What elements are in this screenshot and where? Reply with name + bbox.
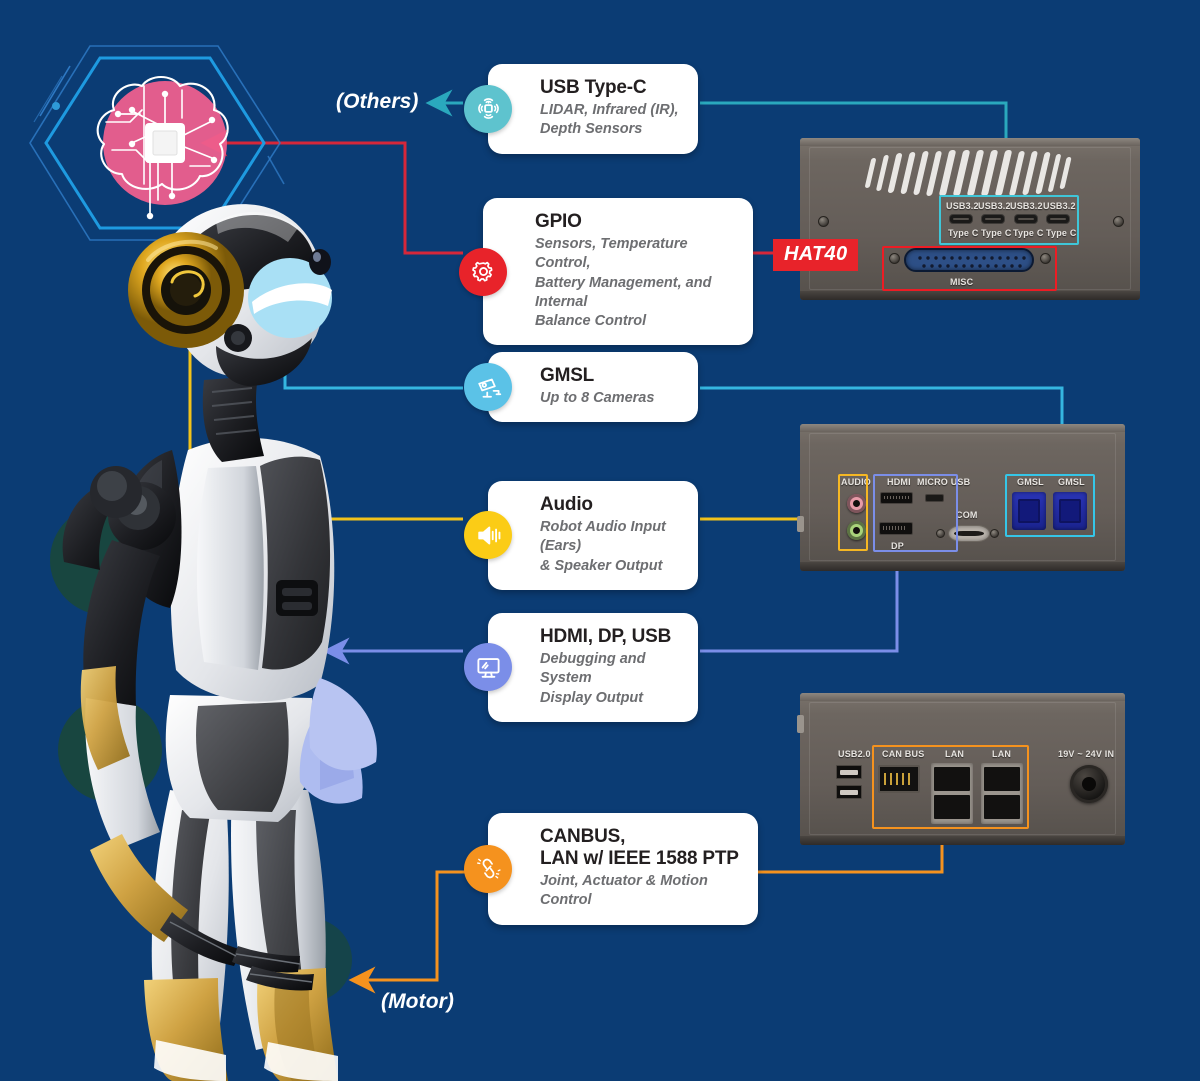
gear-icon: [459, 247, 507, 296]
dsub-screw-left: [889, 253, 900, 264]
usb-c-port-1: [949, 214, 973, 224]
highlight-video-group: [873, 474, 958, 552]
audio-jack-mic: [847, 494, 866, 513]
line-video-to-device: [700, 560, 899, 653]
label-others: (Others): [336, 90, 419, 113]
dp-port: [879, 522, 913, 535]
card-subtitle: Robot Audio Input (Ears) & Speaker Outpu…: [540, 519, 666, 574]
misc-label: MISC: [950, 277, 974, 287]
card-title: USB Type-C: [540, 77, 647, 98]
audio-jack-line-out: [847, 521, 866, 540]
gmsl-label-1: GMSL: [1017, 477, 1044, 487]
dp-label: DP: [891, 541, 904, 551]
humanoid-robot-illustration: [20, 150, 490, 1081]
usb2-label: USB2.0: [838, 749, 871, 759]
speaker-icon: [464, 511, 512, 560]
usb-label-top-3: USB3.2: [1010, 201, 1043, 211]
card-subtitle: Up to 8 Cameras: [540, 390, 655, 407]
device-front-io-panel: AUDIO HDMI MICRO USB DP COM GMSL GMSL: [797, 424, 1125, 571]
power-input-label: 19V ~ 24V IN: [1058, 749, 1115, 759]
usb-label-bottom-3: Type C: [1013, 228, 1044, 238]
com-label: COM: [956, 510, 978, 520]
lan-port-2: [981, 763, 1023, 824]
device-network-io-panel: USB2.0 CAN BUS LAN LAN 19V ~ 24V IN: [797, 693, 1125, 845]
usb-c-port-2: [981, 214, 1005, 224]
camera-icon: [464, 363, 512, 412]
monitor-icon: [464, 643, 512, 692]
lan-label-1: LAN: [945, 749, 965, 759]
usb-c-port-3: [1014, 214, 1038, 224]
card-subtitle: Debugging and System Display Output: [540, 651, 646, 706]
highlight-misc-group: [882, 246, 1057, 291]
usb-label-top-2: USB3.2: [978, 201, 1011, 211]
com-port: [948, 525, 990, 542]
usb-label-bottom-2: Type C: [981, 228, 1012, 238]
card-title: HDMI, DP, USB: [540, 626, 672, 647]
panel-side-tab-bottom: [797, 715, 804, 733]
line-canbus-to-motor: [348, 870, 466, 994]
usb2-port-1: [836, 765, 862, 779]
card-canbus-lan[interactable]: CANBUS, LAN w/ IEEE 1588 PTP Joint, Actu…: [464, 813, 758, 925]
com-screw-left: [936, 529, 945, 538]
card-audio[interactable]: Audio Robot Audio Input (Ears) & Speaker…: [464, 481, 698, 590]
card-title: Audio: [540, 494, 593, 515]
card-title: CANBUS, LAN w/ IEEE 1588 PTP: [540, 826, 739, 870]
usb-label-top-4: USB3.2: [1043, 201, 1076, 211]
gmsl-connector-1: [1012, 492, 1046, 530]
highlight-canbus-lan-group: [872, 745, 1029, 829]
card-title: GMSL: [540, 365, 595, 386]
com-screw-right: [990, 529, 999, 538]
card-subtitle: Sensors, Temperature Control, Battery Ma…: [535, 236, 712, 330]
line-gpio-to-brain: [200, 129, 463, 255]
card-title: GPIO: [535, 211, 582, 232]
canbus-port: [878, 765, 920, 793]
card-usb-type-c[interactable]: USB Type-C LIDAR, Infrared (IR), Depth S…: [464, 64, 698, 154]
wireless-device-icon: [464, 84, 512, 133]
highlight-audio-group: [838, 474, 868, 551]
dsub-screw-right: [1040, 253, 1051, 264]
usb-label-top-1: USB3.2: [946, 201, 979, 211]
card-hdmi-dp-usb[interactable]: HDMI, DP, USB Debugging and System Displ…: [464, 613, 698, 722]
usb-c-port-4: [1046, 214, 1070, 224]
misc-dsub-connector: [904, 248, 1034, 272]
usb-label-bottom-4: Type C: [1046, 228, 1077, 238]
highlight-gmsl-group: [1005, 474, 1095, 537]
audio-label: AUDIO: [841, 477, 871, 487]
usb-label-bottom-1: Type C: [948, 228, 979, 238]
card-subtitle: Joint, Actuator & Motion Control: [540, 873, 708, 909]
hat40-tag: HAT40: [773, 239, 859, 271]
link-chain-icon: [464, 844, 512, 893]
gmsl-connector-2: [1053, 492, 1087, 530]
card-gmsl[interactable]: GMSL Up to 8 Cameras: [464, 352, 698, 423]
label-motor: (Motor): [381, 990, 455, 1013]
card-subtitle: LIDAR, Infrared (IR), Depth Sensors: [540, 102, 679, 138]
hdmi-label: HDMI: [887, 477, 911, 487]
panel-side-tab: [797, 516, 804, 532]
card-gpio[interactable]: GPIO Sensors, Temperature Control, Batte…: [459, 198, 753, 346]
usb2-port-2: [836, 785, 862, 799]
canbus-label: CAN BUS: [882, 749, 925, 759]
hdmi-port: [880, 492, 913, 504]
lan-label-2: LAN: [992, 749, 1012, 759]
micro-usb-port: [925, 494, 944, 502]
micro-usb-label: MICRO USB: [917, 477, 971, 487]
lan-port-1: [931, 763, 973, 824]
dc-power-jack: [1070, 765, 1108, 803]
gmsl-label-2: GMSL: [1058, 477, 1085, 487]
device-rear-io-panel: USB3.2 USB3.2 USB3.2 USB3.2 Type C Type …: [800, 138, 1140, 300]
highlight-usb-group: [939, 195, 1079, 245]
